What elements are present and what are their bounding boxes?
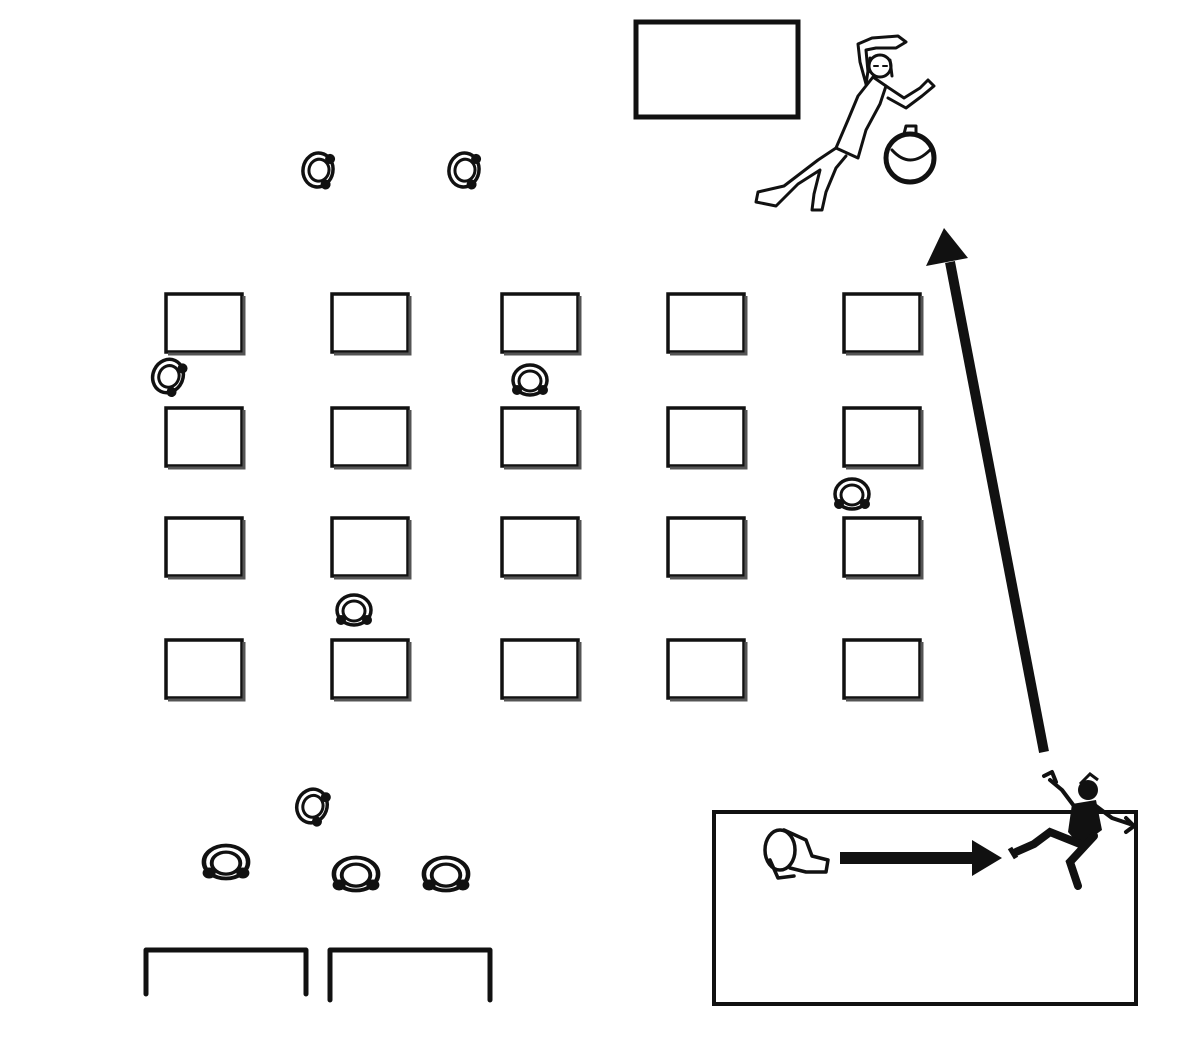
desk-icon [164, 406, 246, 470]
desk-icon [500, 516, 582, 580]
student-top-view-icon [333, 858, 380, 891]
crouching-person-figure [763, 828, 830, 880]
jumping-person-figure [1007, 770, 1136, 890]
student-top-view-icon [444, 147, 484, 193]
whiteboard-icon [633, 19, 801, 120]
desk-icon [330, 406, 412, 470]
student-top-view-icon [334, 593, 374, 627]
inset-box [712, 810, 1138, 1006]
student-top-view-icon [510, 363, 550, 397]
desk-icon [330, 638, 412, 702]
desk-icon [500, 292, 582, 356]
arrow-icon [840, 840, 1002, 876]
desk-icon [666, 638, 748, 702]
desk-icon [842, 292, 924, 356]
desk-icon [164, 516, 246, 580]
desk-icon [330, 516, 412, 580]
student-top-view-icon [298, 147, 338, 193]
student-top-view-icon [203, 846, 250, 879]
desk-icon [666, 406, 748, 470]
ball-icon [883, 124, 937, 185]
desk-icon [666, 292, 748, 356]
teacher-figure [754, 34, 936, 212]
student-top-view-icon [832, 477, 872, 511]
student-top-view-icon [423, 858, 470, 891]
desk-icon [164, 292, 246, 356]
desk-icon [330, 292, 412, 356]
desk-icon [842, 638, 924, 702]
table-icon [143, 947, 309, 997]
arrow-icon [926, 228, 1049, 753]
desk-grid [164, 292, 924, 702]
desk-icon [500, 638, 582, 702]
student-top-view-icon [145, 351, 191, 401]
student-top-view-icon [289, 782, 335, 830]
table-icon [327, 947, 493, 1003]
desk-icon [500, 406, 582, 470]
desk-icon [164, 638, 246, 702]
desk-icon [842, 406, 924, 470]
desk-icon [666, 516, 748, 580]
desk-icon [842, 516, 924, 580]
